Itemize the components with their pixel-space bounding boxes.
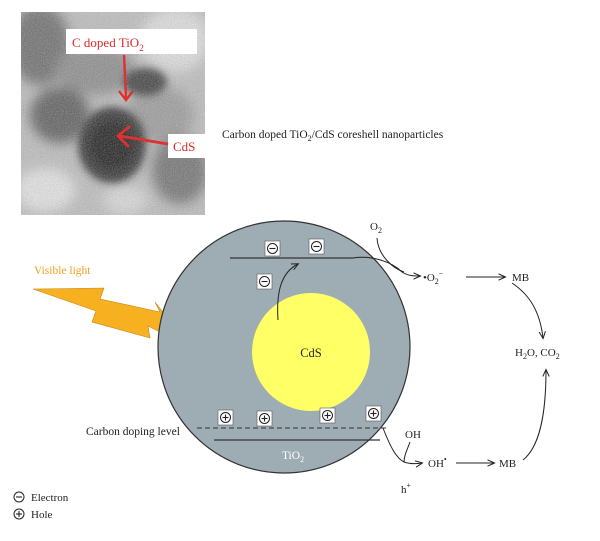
legend: Electron Hole bbox=[13, 491, 69, 521]
mb-bottom-label: MB bbox=[499, 458, 516, 470]
svg-text:C doped TiO2: C doped TiO2 bbox=[72, 35, 144, 53]
hole-icon bbox=[319, 407, 336, 424]
micrograph-core-label: CdS bbox=[168, 134, 205, 158]
hydroxide-label: OH bbox=[405, 429, 421, 441]
electron-icon bbox=[308, 238, 325, 255]
mb-top-to-products-arrow bbox=[511, 282, 543, 338]
core-label: CdS bbox=[300, 346, 322, 360]
shell-pointer-arrow bbox=[122, 54, 128, 99]
hole-carriers bbox=[217, 405, 382, 427]
electron-icon bbox=[256, 273, 273, 290]
legend-electron-label: Electron bbox=[31, 492, 69, 504]
electron-icon bbox=[264, 240, 281, 257]
hole-icon bbox=[256, 410, 273, 427]
legend-electron: Electron bbox=[13, 491, 69, 504]
hole-h-plus-label: h+ bbox=[401, 481, 412, 496]
legend-hole: Hole bbox=[13, 508, 53, 521]
oh-input-line bbox=[403, 441, 411, 463]
electron-carriers bbox=[256, 238, 325, 290]
legend-hole-label: Hole bbox=[31, 509, 53, 521]
products-label: H2O, CO2 bbox=[515, 347, 560, 361]
mb-top-label: MB bbox=[512, 272, 529, 284]
micrograph-caption: Carbon doped TiO2/CdS coreshell nanopart… bbox=[222, 129, 444, 143]
electron-icon bbox=[13, 491, 25, 503]
core-pointer-arrow bbox=[119, 134, 169, 146]
shell-label: TiO2 bbox=[282, 450, 304, 464]
superoxide-label: •O2− bbox=[423, 269, 444, 286]
oh-radical-label: OH• bbox=[428, 455, 447, 470]
cds-core bbox=[252, 293, 370, 411]
visible-light-label: Visible light bbox=[34, 265, 91, 277]
hole-icon bbox=[217, 409, 234, 426]
electron-to-o2-arrow bbox=[352, 256, 420, 276]
svg-text:CdS: CdS bbox=[173, 139, 195, 154]
hole-icon bbox=[365, 405, 382, 422]
o2-input-line bbox=[376, 237, 405, 273]
carbon-doping-level-label: Carbon doping level bbox=[86, 426, 180, 438]
o2-label: O2 bbox=[370, 221, 382, 235]
mb-bottom-to-products-arrow bbox=[522, 370, 546, 461]
electron-transfer-arrow bbox=[277, 264, 298, 321]
micrograph-shell-label: C doped TiO2 bbox=[66, 29, 197, 54]
tem-micrograph: C doped TiO2 CdS bbox=[21, 12, 205, 215]
hole-icon bbox=[13, 508, 25, 520]
